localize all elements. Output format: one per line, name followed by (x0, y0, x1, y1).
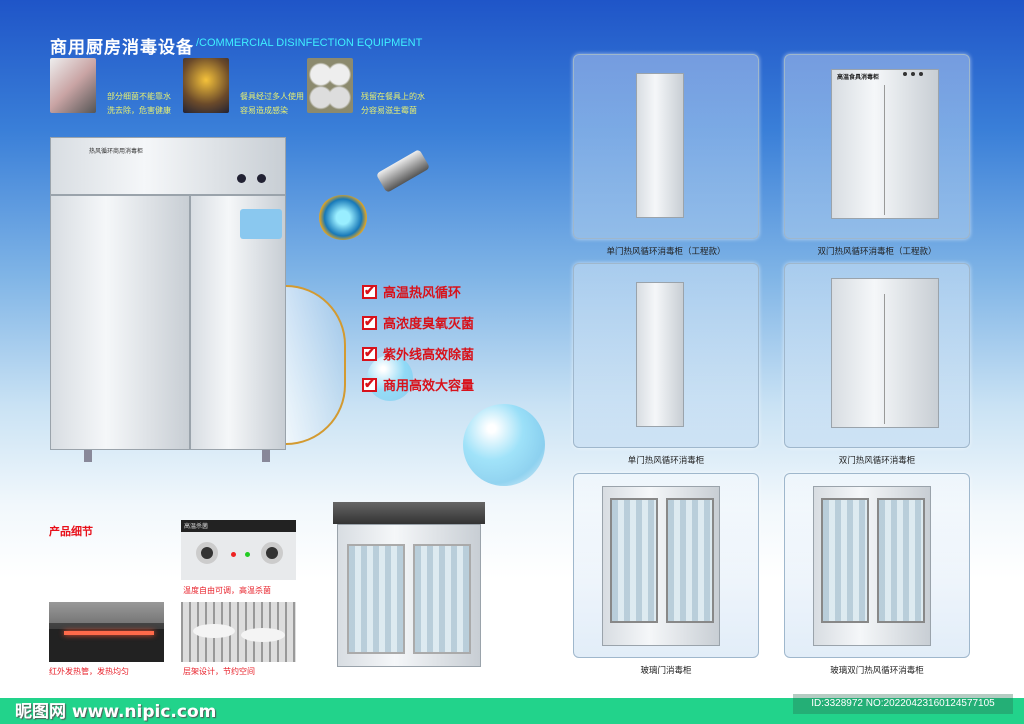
problem-caption: 残留在餐具上的水分容易滋生霉菌 (361, 92, 425, 115)
certificate-badge (240, 209, 282, 239)
hand-washing-photo (50, 58, 96, 113)
dial-icon (196, 542, 218, 564)
check-icon: ✔ (362, 315, 377, 330)
hero-cabinet: 热风循环商用消毒柜 (50, 137, 286, 462)
knob-icon (911, 72, 915, 76)
check-icon: ✔ (362, 377, 377, 392)
dirty-plates-photo (307, 58, 353, 113)
footer-bar (0, 698, 1024, 724)
page-title: 商用厨房消毒设备 (50, 38, 194, 58)
watermark-logo: 昵图网 www.nipic.com (15, 702, 217, 722)
feature-item: ✔高温热风循环 (362, 282, 461, 301)
toast-drinks-photo (183, 58, 229, 113)
product-card: 高温食具消毒柜 (784, 54, 970, 239)
product-card (573, 473, 759, 658)
detail-caption: 温度自由可调，高温杀菌 (183, 586, 271, 595)
image-id: ID:3328972 NO:20220423160124577105 (793, 694, 1013, 714)
product-caption: 单门热风循环消毒柜 (627, 456, 705, 466)
dial-icon (261, 542, 283, 564)
product-card (784, 473, 970, 658)
cabinet-label: 高温食具消毒柜 (837, 74, 880, 81)
knob-icon (237, 174, 246, 183)
cabinet-label: 热风循环商用消毒柜 (89, 148, 144, 155)
feature-item: ✔商用高效大容量 (362, 375, 474, 394)
water-bubble-icon (463, 404, 545, 486)
problem-caption: 餐具经过多人使用容易造成感染 (240, 92, 304, 115)
product-card (784, 263, 970, 448)
problem-caption: 部分细菌不能靠水洗去除，危害健康 (107, 92, 171, 115)
product-caption: 玻璃双门热风循环消毒柜 (830, 666, 924, 676)
check-icon: ✔ (362, 346, 377, 361)
cabinet-image (636, 73, 684, 218)
product-caption: 玻璃门消毒柜 (640, 666, 692, 676)
knob-icon (919, 72, 923, 76)
bacteria-icon (318, 195, 368, 240)
detail-caption: 层架设计，节约空间 (183, 667, 255, 676)
feature-item: ✔高浓度臭氧灭菌 (362, 313, 474, 332)
heating-tube-photo (49, 602, 164, 662)
product-card (573, 54, 759, 239)
control-panel-photo: 高温杀菌 (181, 520, 296, 580)
product-caption: 双门热风循环消毒柜（工程款） (817, 247, 937, 257)
detail-caption: 红外发热管，发热均匀 (49, 667, 129, 676)
product-card (573, 263, 759, 448)
knob-icon (257, 174, 266, 183)
details-heading: 产品细节 (49, 525, 93, 538)
feature-item: ✔紫外线高效除菌 (362, 344, 474, 363)
page-subtitle: /COMMERCIAL DISINFECTION EQUIPMENT (196, 37, 423, 49)
check-icon: ✔ (362, 284, 377, 299)
product-caption: 单门热风循环消毒柜（工程款） (606, 247, 726, 257)
indicator-light (231, 552, 236, 557)
indicator-light (245, 552, 250, 557)
cabinet-image (831, 69, 939, 219)
shelf-photo (181, 602, 296, 662)
nozzle-icon (375, 148, 431, 194)
cabinet-image (636, 282, 684, 427)
knob-icon (903, 72, 907, 76)
product-caption: 双门热风循环消毒柜 (838, 456, 916, 466)
uv-disc-graphic (286, 285, 346, 445)
glass-cabinet-image (333, 502, 485, 674)
cabinet-image (831, 278, 939, 428)
